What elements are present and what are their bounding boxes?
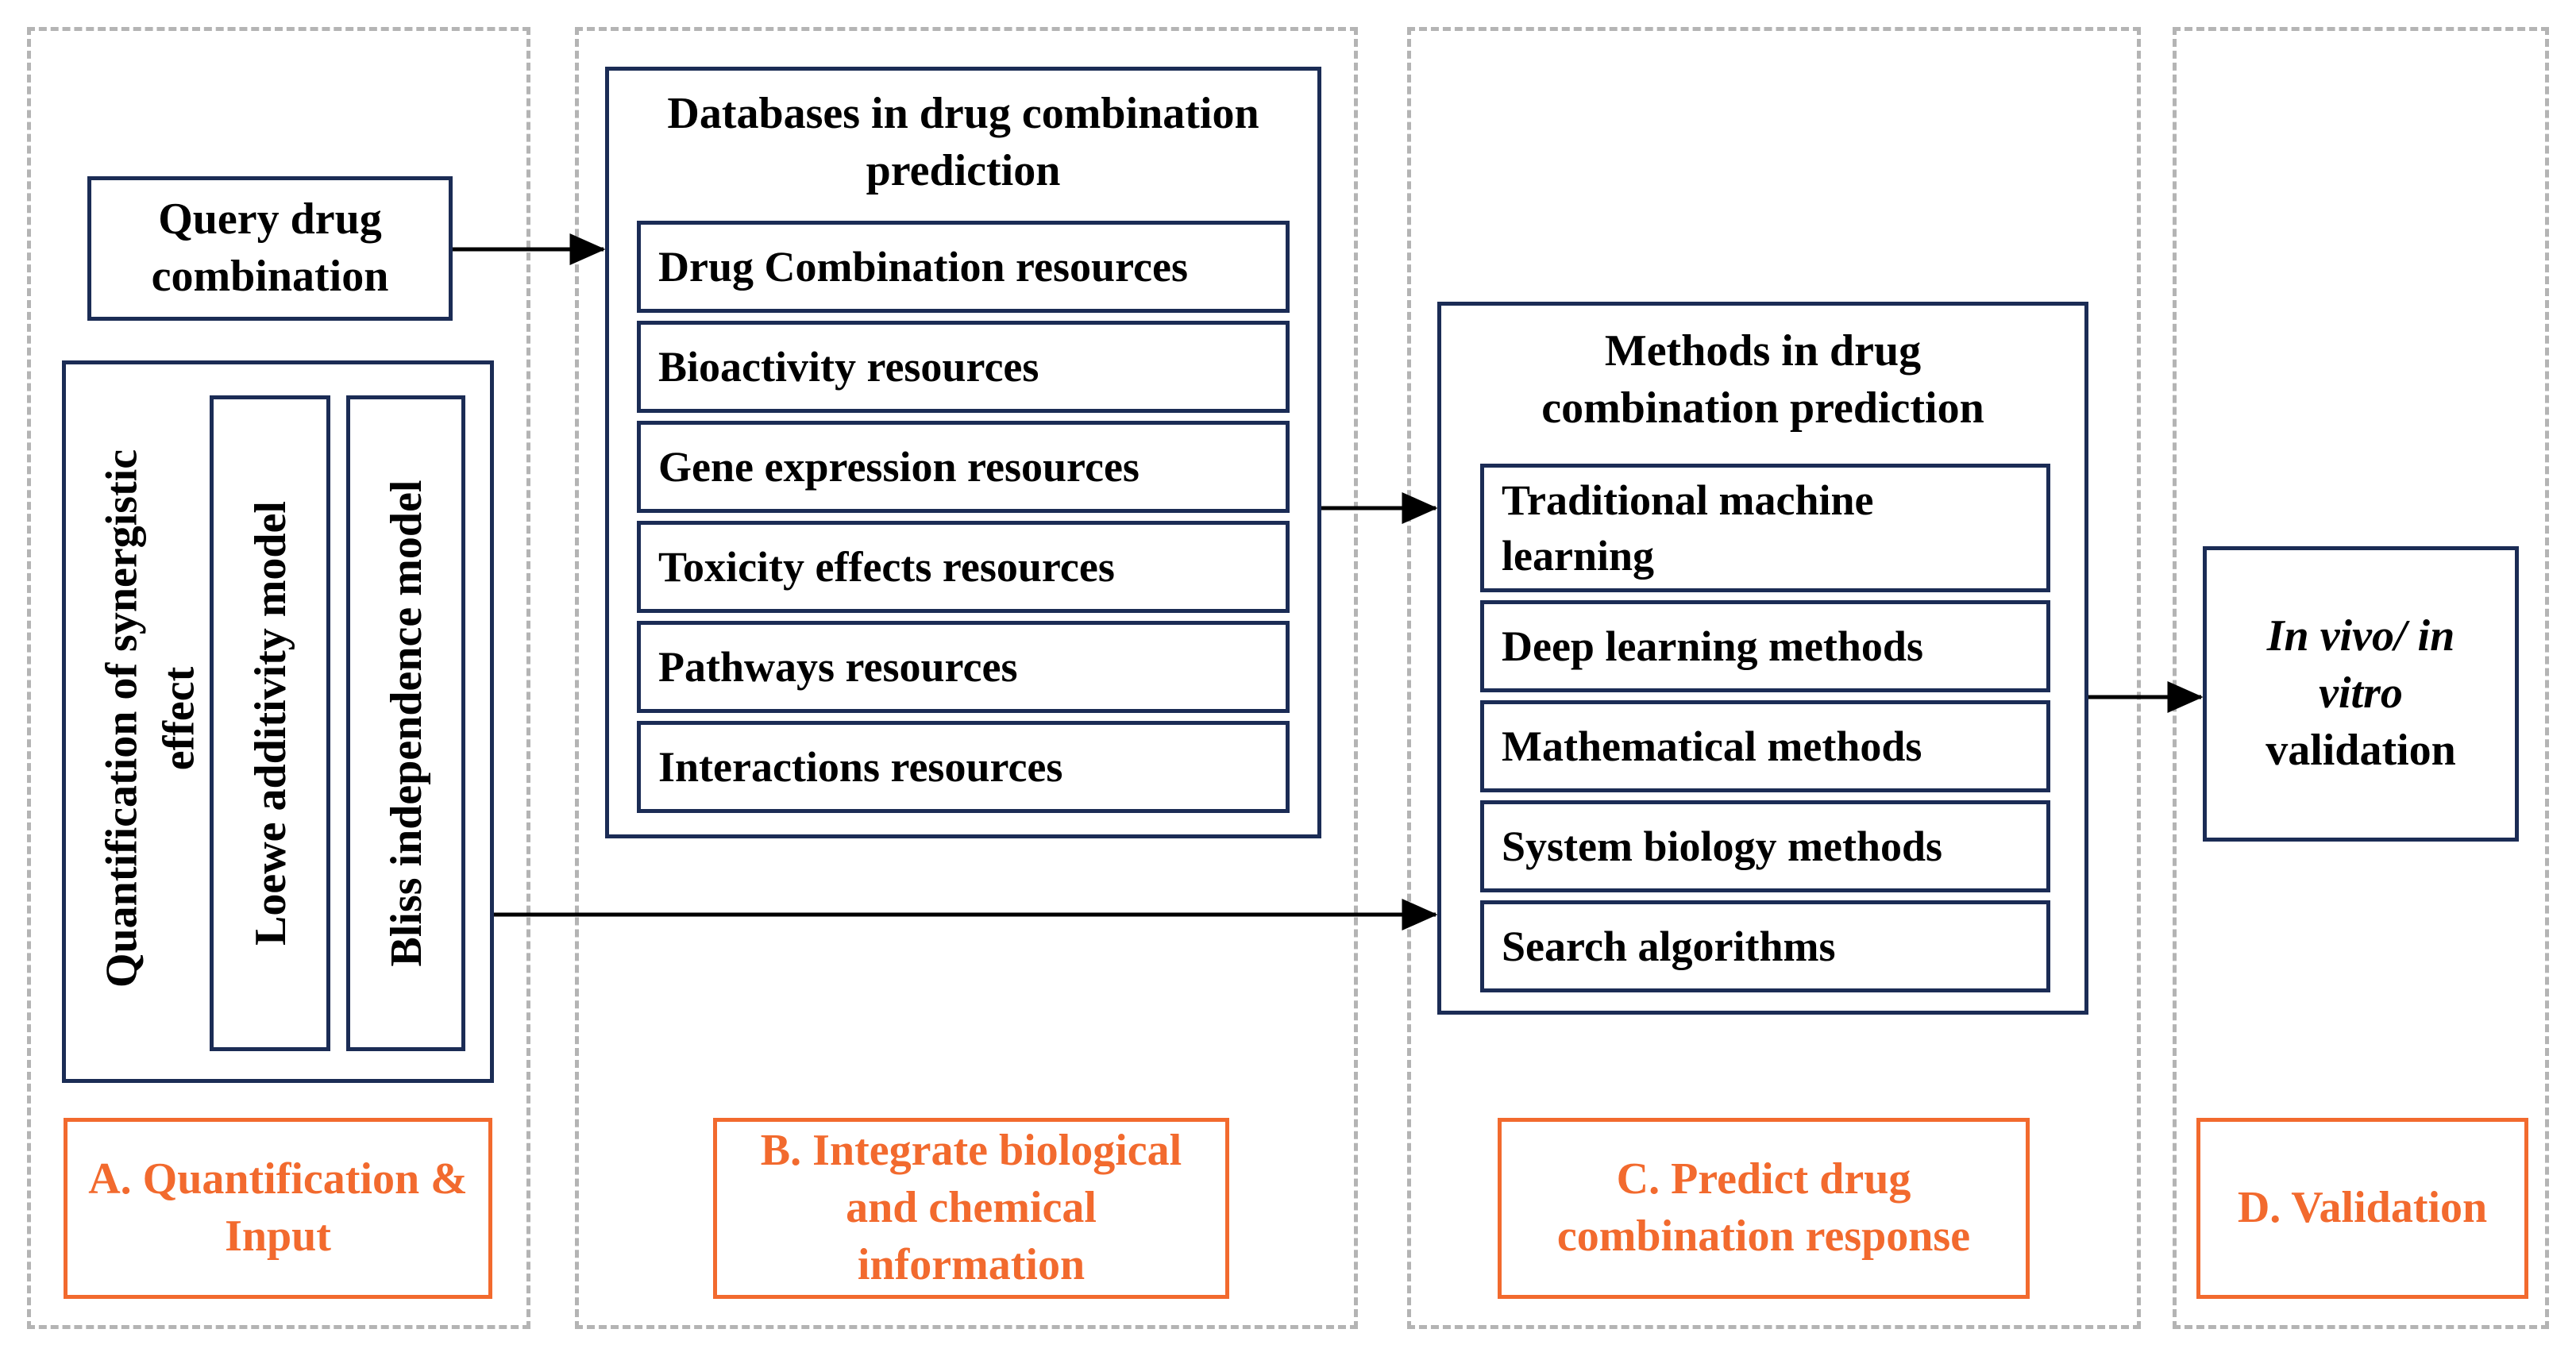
label-c-text: C. Predict drug combination response — [1556, 1154, 1971, 1261]
label-a-quantification-input: A. Quantification & Input — [64, 1118, 492, 1299]
panel-d — [2173, 27, 2549, 1329]
method-item-label: Traditional machine learning — [1502, 476, 1874, 580]
label-d-text: D. Validation — [2237, 1183, 2488, 1233]
method-item-mathematical: Mathematical methods — [1480, 700, 2050, 792]
databases-title: Databases in drug combination prediction — [619, 79, 1307, 206]
method-item-system-biology: System biology methods — [1480, 800, 2050, 892]
panel-b — [575, 27, 1358, 1329]
db-item-interactions: Interactions resources — [637, 721, 1290, 813]
label-b-integrate-information: B. Integrate biological and chemical inf… — [713, 1118, 1229, 1299]
validation-text: In vivo/ in vitro validation — [2242, 608, 2480, 779]
query-drug-combination-box: Query drug combination — [87, 176, 453, 321]
method-item-search-algorithms: Search algorithms — [1480, 900, 2050, 992]
validation-rest-text: validation — [2266, 725, 2456, 775]
method-item-deep-learning: Deep learning methods — [1480, 600, 2050, 692]
db-item-label: Interactions resources — [658, 742, 1063, 791]
db-item-bioactivity: Bioactivity resources — [637, 321, 1290, 413]
method-item-label: Deep learning methods — [1502, 622, 1923, 670]
label-d-validation: D. Validation — [2196, 1118, 2528, 1299]
databases-title-text: Databases in drug combination prediction — [667, 89, 1259, 195]
label-b-text: B. Integrate biological and chemical inf… — [760, 1126, 1182, 1289]
db-item-pathways: Pathways resources — [637, 621, 1290, 713]
method-item-traditional-ml: Traditional machine learning — [1480, 464, 2050, 592]
panel-a — [27, 27, 530, 1329]
methods-title-text: Methods in drug combination prediction — [1541, 326, 1984, 433]
db-item-label: Toxicity effects resources — [658, 542, 1115, 591]
db-item-label: Gene expression resources — [658, 442, 1140, 491]
query-drug-combination-text: Query drug combination — [151, 195, 389, 301]
method-item-label: Mathematical methods — [1502, 722, 1922, 770]
bliss-model-box — [346, 395, 465, 1051]
method-item-label: Search algorithms — [1502, 922, 1836, 970]
label-a-text: A. Quantification & Input — [88, 1154, 468, 1261]
label-c-predict-response: C. Predict drug combination response — [1498, 1118, 2030, 1299]
panel-c — [1407, 27, 2141, 1329]
method-item-label: System biology methods — [1502, 822, 1943, 870]
validation-italic-text: In vivo/ in vitro — [2266, 611, 2455, 719]
db-item-label: Drug Combination resources — [658, 242, 1189, 291]
db-item-gene-expression: Gene expression resources — [637, 421, 1290, 513]
db-item-drug-combination: Drug Combination resources — [637, 221, 1290, 313]
db-item-toxicity-effects: Toxicity effects resources — [637, 521, 1290, 613]
db-item-label: Bioactivity resources — [658, 342, 1039, 391]
loewe-model-box — [210, 395, 330, 1051]
validation-box: In vivo/ in vitro validation — [2203, 546, 2519, 842]
methods-title: Methods in drug combination prediction — [1453, 314, 2073, 446]
db-item-label: Pathways resources — [658, 642, 1018, 691]
